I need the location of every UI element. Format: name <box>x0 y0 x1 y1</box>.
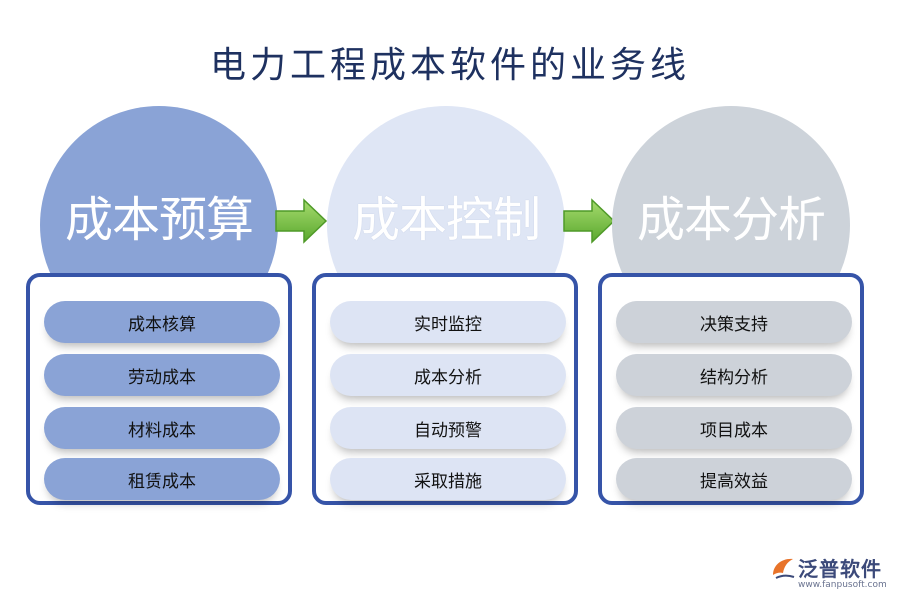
list-item: 自动预警 <box>330 407 566 449</box>
list-item: 提高效益 <box>616 458 852 500</box>
page-title: 电力工程成本软件的业务线 <box>209 45 690 86</box>
list-item: 劳动成本 <box>44 354 280 396</box>
list-item: 项目成本 <box>616 407 852 449</box>
list-item: 实时监控 <box>330 301 566 343</box>
logo-url: www.fanpusoft.com <box>798 580 887 590</box>
list-item: 成本分析 <box>330 354 566 396</box>
list-item: 决策支持 <box>616 301 852 343</box>
list-item: 租赁成本 <box>44 458 280 500</box>
list-item: 结构分析 <box>616 354 852 396</box>
stage-panel-budget: 成本核算 劳动成本 材料成本 租赁成本 <box>26 273 292 505</box>
brand-logo: 泛普软件 www.fanpusoft.com <box>768 553 894 593</box>
logo-name: 泛普软件 <box>798 557 882 581</box>
fanpu-logo-icon <box>773 558 795 579</box>
stage-panel-analysis: 决策支持 结构分析 项目成本 提高效益 <box>598 273 864 505</box>
stage-heading: 成本分析 <box>636 192 826 248</box>
stage-heading: 成本预算 <box>64 192 254 248</box>
list-item: 采取措施 <box>330 458 566 500</box>
stage-panel-control: 实时监控 成本分析 自动预警 采取措施 <box>312 273 578 505</box>
list-item: 成本核算 <box>44 301 280 343</box>
list-item: 材料成本 <box>44 407 280 449</box>
arrow-right-icon <box>563 198 616 244</box>
stage-heading: 成本控制 <box>351 192 541 248</box>
arrow-right-icon <box>275 198 328 244</box>
